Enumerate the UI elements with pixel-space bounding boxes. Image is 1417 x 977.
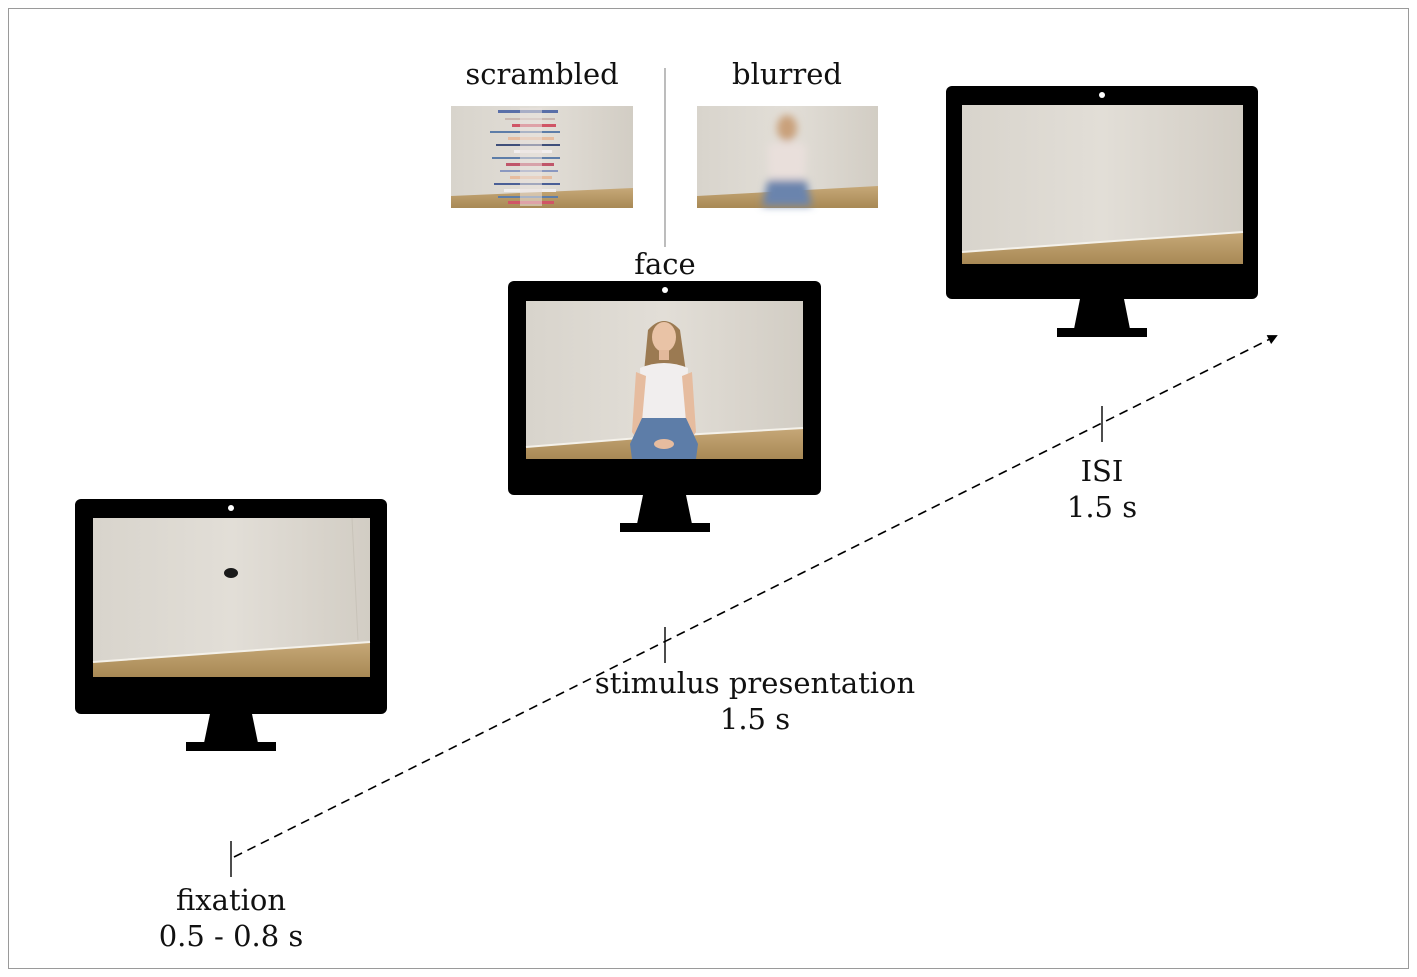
webcam-dot xyxy=(662,287,668,293)
timeline-label-stimulus: stimulus presentation 1.5 s xyxy=(595,665,915,737)
phase-name: stimulus presentation xyxy=(594,666,916,700)
room-screen xyxy=(961,105,1244,264)
monitor-isi xyxy=(946,86,1258,337)
timeline-label-fixation: fixation 0.5 - 0.8 s xyxy=(159,882,304,954)
phase-duration: 1.5 s xyxy=(719,702,791,736)
monitor-base xyxy=(1057,328,1147,337)
monitor-fixation xyxy=(75,499,387,751)
blurred-person xyxy=(762,115,812,206)
scrambled-thumbnail xyxy=(451,106,633,208)
phase-duration: 1.5 s xyxy=(1066,490,1138,524)
room-screen xyxy=(92,517,371,677)
monitor-base xyxy=(186,742,276,751)
scrambled-stripes xyxy=(490,108,560,206)
monitor-neck xyxy=(204,714,258,743)
phase-duration: 0.5 - 0.8 s xyxy=(158,919,304,953)
person-figure xyxy=(630,321,698,459)
figure-frame xyxy=(8,8,1409,969)
phase-name: ISI xyxy=(1080,454,1124,488)
phase-name: fixation xyxy=(175,883,287,917)
monitor-neck xyxy=(1074,299,1130,329)
timeline-label-isi: ISI 1.5 s xyxy=(1067,453,1137,525)
label-blurred: blurred xyxy=(732,57,842,91)
label-scrambled: scrambled xyxy=(465,57,619,91)
monitor-face xyxy=(508,281,821,532)
monitor-base xyxy=(620,523,710,532)
webcam-dot xyxy=(1099,92,1105,98)
monitor-neck xyxy=(637,495,692,524)
webcam-dot xyxy=(228,505,234,511)
blurred-thumbnail xyxy=(697,106,878,208)
label-face: face xyxy=(634,247,696,281)
fixation-dot xyxy=(224,568,238,578)
